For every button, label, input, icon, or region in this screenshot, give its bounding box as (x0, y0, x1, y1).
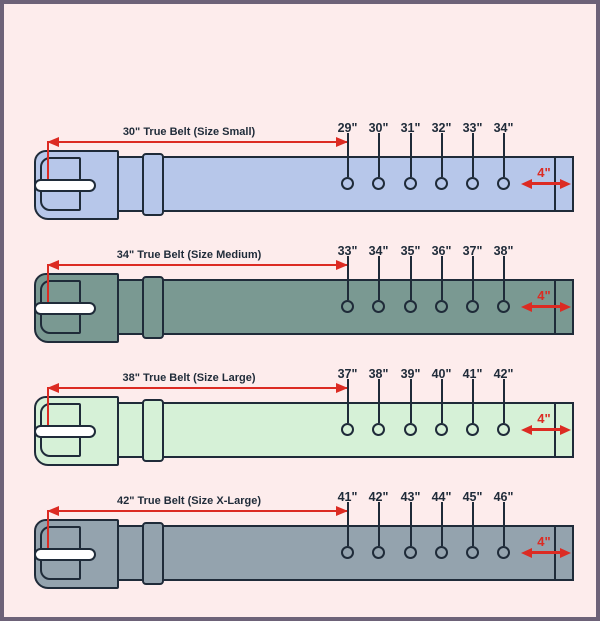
belt-row: 34" True Belt (Size Medium) 33"34"35"36"… (4, 222, 596, 344)
belt-row: 38" True Belt (Size Large) 37"38"39"40"4… (4, 345, 596, 467)
tip-arrow-bar (529, 182, 563, 185)
hole-size-label: 42" (493, 367, 514, 381)
dimension-extension-line (47, 387, 49, 429)
belt-keeper-loop (142, 153, 164, 216)
belt-strap (37, 402, 574, 458)
tip-length-arrow (521, 547, 571, 558)
dimension-extension-line (47, 510, 49, 552)
tip-arrowhead-left-icon (521, 178, 532, 189)
belt-strap (37, 156, 574, 212)
hole-size-label: 34" (493, 121, 514, 135)
hole-size-label: 43" (400, 490, 421, 504)
buckle-prong (34, 425, 96, 438)
belt-title: 30" True Belt (Size Small) (122, 126, 256, 138)
hole-size-label: 38" (493, 244, 514, 258)
buckle-prong (34, 179, 96, 192)
dimension-arrowhead-left-icon (47, 137, 59, 147)
buckle-prong (34, 302, 96, 315)
hole-size-label: 35" (400, 244, 421, 258)
dimension-line (47, 383, 348, 393)
tip-arrowhead-left-icon (521, 547, 532, 558)
dimension-arrowhead-right-icon (336, 506, 348, 516)
tip-arrowhead-right-icon (560, 178, 571, 189)
hole-size-label: 36" (431, 244, 452, 258)
belt-keeper-loop (142, 276, 164, 339)
hole-size-label: 42" (368, 490, 389, 504)
tip-length-label: 4" (537, 534, 551, 549)
hole-size-label: 34" (368, 244, 389, 258)
dimension-extension-line (47, 141, 49, 183)
dimension-arrowhead-right-icon (336, 137, 348, 147)
hole-size-label: 30" (368, 121, 389, 135)
dimension-arrowhead-left-icon (47, 260, 59, 270)
dimension-arrowhead-left-icon (47, 383, 59, 393)
tip-arrow-bar (529, 551, 563, 554)
tip-arrowhead-right-icon (560, 301, 571, 312)
hole-size-label: 31" (400, 121, 421, 135)
tip-arrowhead-left-icon (521, 424, 532, 435)
tip-length-arrow (521, 301, 571, 312)
dimension-line (47, 260, 348, 270)
hole-size-label: 45" (462, 490, 483, 504)
tip-arrowhead-right-icon (560, 424, 571, 435)
belt-title: 38" True Belt (Size Large) (122, 372, 256, 384)
tip-arrow-bar (529, 428, 563, 431)
dimension-arrowhead-right-icon (336, 383, 348, 393)
dimension-arrowhead-right-icon (336, 260, 348, 270)
hole-size-label: 32" (431, 121, 452, 135)
tip-length-label: 4" (537, 165, 551, 180)
hole-size-label: 40" (431, 367, 452, 381)
tip-arrowhead-left-icon (521, 301, 532, 312)
belt-row: 42" True Belt (Size X-Large) 41"42"43"44… (4, 468, 596, 590)
tip-length-arrow (521, 178, 571, 189)
belt-title: 34" True Belt (Size Medium) (116, 249, 262, 261)
dimension-extension-line (47, 264, 49, 306)
hole-size-label: 46" (493, 490, 514, 504)
tip-arrowhead-right-icon (560, 547, 571, 558)
belt-strap (37, 525, 574, 581)
hole-size-label: 33" (462, 121, 483, 135)
hole-size-label: 38" (368, 367, 389, 381)
tip-arrow-bar (529, 305, 563, 308)
belt-strap (37, 279, 574, 335)
hole-size-label: 44" (431, 490, 452, 504)
belt-keeper-loop (142, 522, 164, 585)
tip-length-label: 4" (537, 288, 551, 303)
belt-keeper-loop (142, 399, 164, 462)
dimension-arrowhead-left-icon (47, 506, 59, 516)
tip-length-label: 4" (537, 411, 551, 426)
tip-length-arrow (521, 424, 571, 435)
belt-row: 30" True Belt (Size Small) 29"30"31"32"3… (4, 99, 596, 221)
dimension-line (47, 506, 348, 516)
hole-size-label: 39" (400, 367, 421, 381)
buckle-prong (34, 548, 96, 561)
dimension-line (47, 137, 348, 147)
belt-title: 42" True Belt (Size X-Large) (117, 495, 261, 507)
hole-size-label: 41" (462, 367, 483, 381)
hole-size-label: 37" (462, 244, 483, 258)
